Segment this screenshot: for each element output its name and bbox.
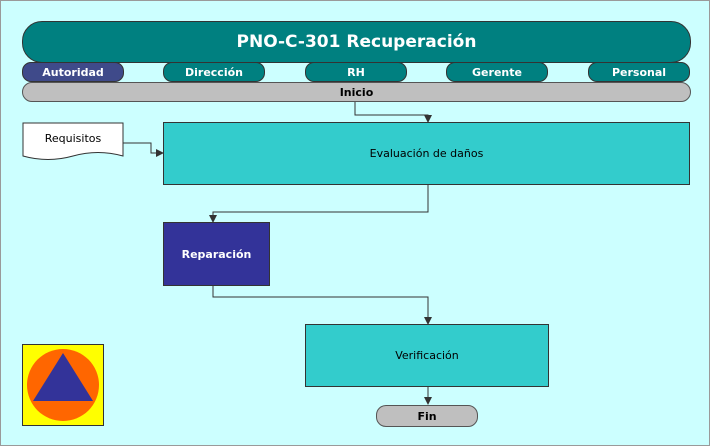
requisitos-document-shape [22, 122, 124, 160]
connector-reparacion-verificacion [212, 285, 432, 325]
step-verificacion: Verificación [305, 324, 549, 387]
step-evaluacion: Evaluación de daños [163, 122, 690, 185]
role-gerente: Gerente [446, 62, 548, 82]
connector-inicio-evaluacion [354, 102, 432, 123]
role-autoridad: Autoridad [22, 62, 124, 82]
connector-evaluacion-reparacion [209, 184, 429, 223]
role-direccion: Dirección [163, 62, 265, 82]
requisitos-document: Requisitos [44, 131, 102, 145]
role-personal: Personal [588, 62, 690, 82]
role-rh: RH [305, 62, 407, 82]
start-terminal: Inicio [22, 82, 691, 102]
step-reparacion: Reparación [163, 222, 270, 286]
end-terminal: Fin [376, 405, 478, 427]
diagram-title: PNO-C-301 Recuperación [22, 21, 691, 63]
connector-requisitos-evaluacion [123, 142, 164, 157]
civil-protection-icon [22, 344, 104, 426]
